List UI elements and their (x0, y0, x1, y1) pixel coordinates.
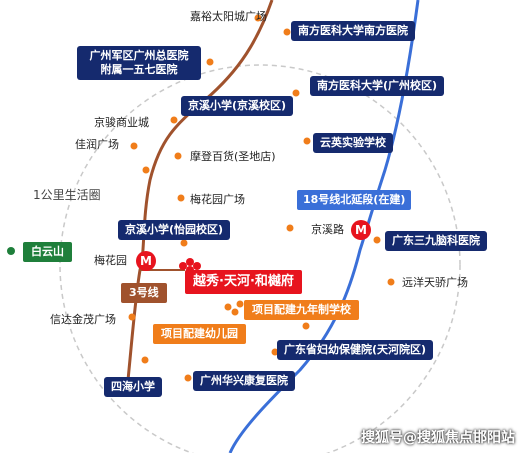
label-nanfang-univ: 南方医科大学(广州校区) (310, 76, 445, 96)
poi-xinda: 信达金茂广场 (50, 313, 116, 326)
project-name: 越秀·天河·和樾府 (185, 270, 302, 294)
label-line18: 18号线北延段(在建) (297, 190, 412, 210)
label-jingxi-yiyuan: 京溪小学(怡园校区) (118, 220, 231, 240)
station-meihuayuan: 梅花园 (94, 254, 127, 267)
label-nanfang-hospital: 南方医科大学南方医院 (291, 21, 415, 41)
label-sanjiu-hospital: 广东三九脑科医院 (385, 231, 487, 251)
label-baiyunshan: 白云山 (23, 242, 72, 262)
radius-label: 1公里生活圈 (33, 188, 101, 202)
label-yunying-school: 云英实验学校 (313, 133, 393, 153)
poi-jingjun: 京骏商业城 (94, 116, 149, 129)
metro-icon-meihuayuan: M (136, 251, 156, 271)
poi-modeng: 摩登百货(圣地店) (190, 150, 276, 163)
metro-icon-jingxilu: M (351, 220, 371, 240)
poi-dots (7, 14, 395, 382)
label-line3: 3号线 (121, 283, 167, 303)
watermark: 搜狐号@搜狐焦点邯阳站 (361, 430, 515, 446)
station-jingxilu: 京溪路 (311, 223, 344, 236)
poi-jiayu: 嘉裕太阳城广场 (190, 10, 267, 23)
label-huaxing-hospital: 广州华兴康复医院 (193, 371, 295, 391)
radius-circle (59, 64, 461, 453)
label-jingxi-school: 京溪小学(京溪校区) (181, 96, 294, 116)
label-sihai-school: 四海小学 (104, 377, 162, 397)
poi-jiarun: 佳润广场 (75, 138, 119, 151)
label-junqu-hospital: 广州军区广州总医院 附属一五七医院 (77, 46, 201, 80)
poi-yuanyang: 远洋天骄广场 (402, 276, 468, 289)
label-kindergarten: 项目配建幼儿园 (153, 324, 246, 344)
poi-meihuayuan-plaza: 梅花园广场 (190, 193, 245, 206)
metro-line-18 (228, 0, 420, 453)
label-school9: 项目配建九年制学校 (244, 300, 359, 320)
label-fuyou-hospital: 广东省妇幼保健院(天河院区) (277, 340, 434, 360)
